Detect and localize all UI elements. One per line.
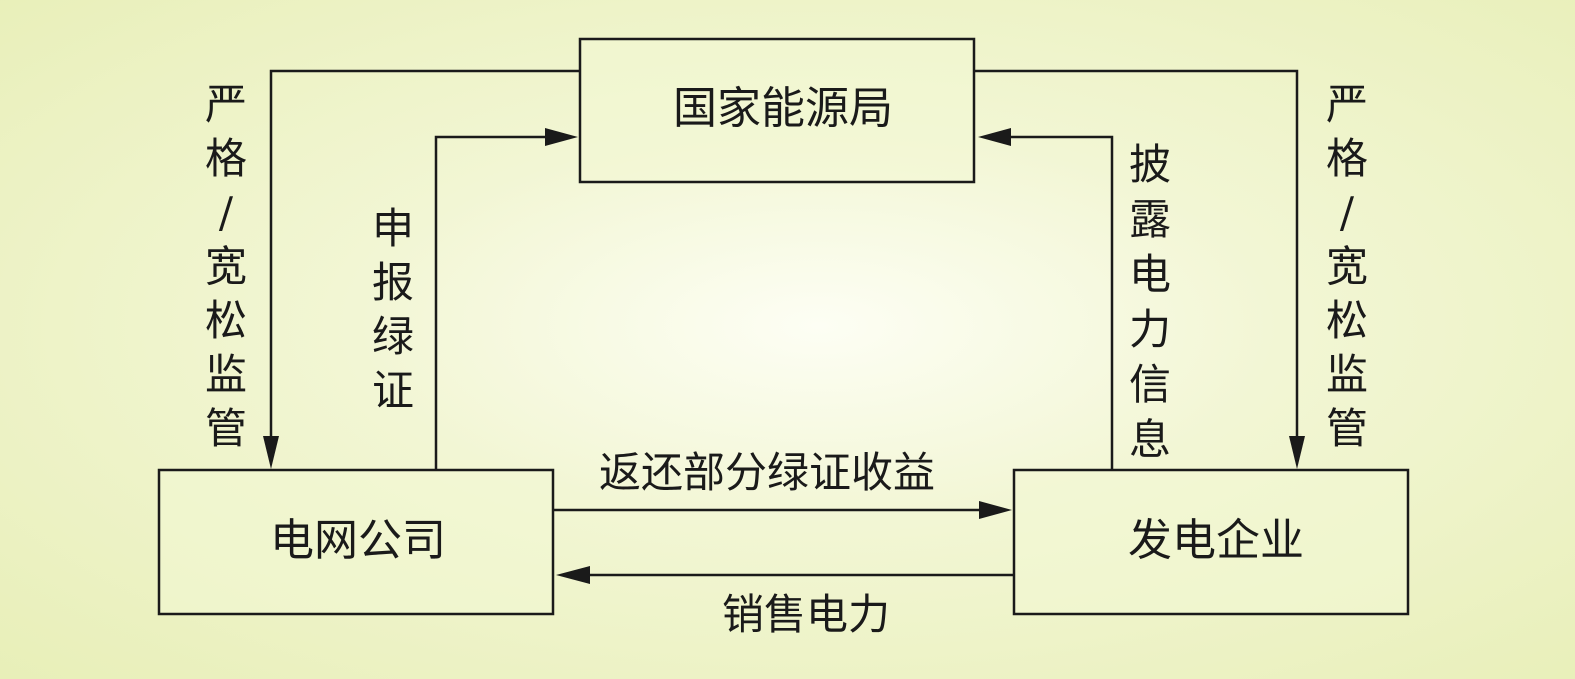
- edge-grid-to-gen-label: 返还部分绿证收益: [599, 448, 935, 497]
- node-nea-label: 国家能源局: [673, 83, 893, 134]
- node-grid-box: [157, 468, 555, 616]
- edge-gen-to-grid: 销售电力: [556, 566, 1014, 639]
- edge-nea-to-grid-line: [269, 69, 580, 440]
- edge-nea-to-gen-arrow: [1289, 436, 1305, 469]
- edge-nea-to-grid: 严格/宽松监管: [205, 69, 580, 469]
- edge-grid-to-gen: 返还部分绿证收益: [553, 448, 1012, 519]
- node-grid-label: 电网公司: [270, 515, 446, 566]
- edge-nea-to-gen-line: [974, 69, 1299, 440]
- node-nea-box: [578, 37, 976, 184]
- edge-nea-to-grid-arrow: [263, 436, 279, 469]
- node-gen-box: [1012, 468, 1410, 616]
- edge-nea-to-grid-label: 严格/宽松监管: [205, 80, 247, 453]
- edge-gen-to-grid-arrow: [556, 566, 590, 584]
- node-grid: 电网公司: [157, 468, 555, 616]
- node-nea: 国家能源局: [578, 37, 976, 184]
- edge-grid-to-gen-arrow: [979, 501, 1012, 519]
- edge-nea-to-gen-label: 严格/宽松监管: [1326, 80, 1368, 453]
- edge-grid-to-nea: 申报绿证: [372, 128, 578, 470]
- edge-grid-to-nea-arrow: [545, 128, 578, 146]
- edge-gen-to-grid-label: 销售电力: [722, 590, 890, 639]
- node-gen-label: 发电企业: [1128, 515, 1304, 566]
- node-gen: 发电企业: [1012, 468, 1410, 616]
- edge-gen-to-nea-label: 披露电力信息: [1129, 140, 1171, 464]
- edge-nea-to-gen: 严格/宽松监管: [974, 69, 1368, 469]
- edge-grid-to-nea-label: 申报绿证: [372, 204, 414, 415]
- edge-gen-to-nea: 披露电力信息: [978, 128, 1171, 470]
- edge-grid-to-nea-line: [434, 135, 548, 470]
- edge-gen-to-nea-arrow: [978, 128, 1011, 146]
- edge-gen-to-nea-line: [1008, 135, 1114, 470]
